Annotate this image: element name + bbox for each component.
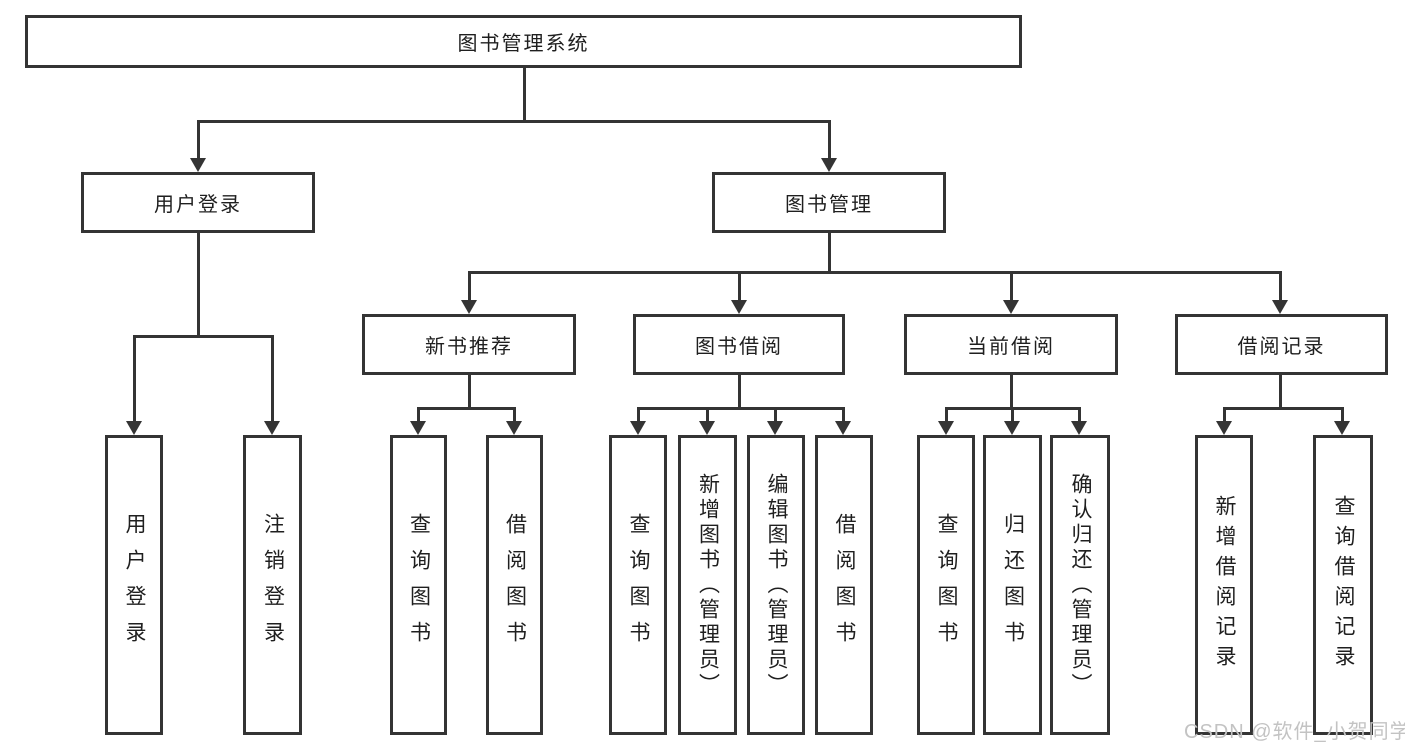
leaf-user-login: 用户登录: [105, 435, 163, 735]
connector-to-leaf-confirm-return: [1078, 407, 1081, 422]
node-new-book-recommendation: 新书推荐: [362, 314, 576, 375]
connector-to-book-borrowing: [738, 271, 741, 300]
connector-to-leaf-borrow-books-2: [842, 407, 845, 422]
node-borrow-records: 借阅记录: [1175, 314, 1388, 375]
leaf-logout-label: 注销登录: [261, 513, 285, 657]
connector-to-borrow-records: [1279, 271, 1282, 300]
connector-book-management-bar: [468, 271, 1282, 274]
node-book-management: 图书管理: [712, 172, 946, 233]
connector-borrow-records-stem: [1279, 374, 1282, 407]
arrow-down-icon: [506, 421, 522, 435]
leaf-logout: 注销登录: [243, 435, 302, 735]
connector-new-books-stem: [468, 374, 471, 407]
node-root-label: 图书管理系统: [457, 33, 590, 55]
connector-root-bar: [197, 120, 831, 123]
node-root: 图书管理系统: [25, 15, 1022, 68]
arrow-down-icon: [1272, 300, 1288, 314]
connector-root-stem: [523, 68, 526, 120]
connector-to-leaf-query-books-2: [637, 407, 640, 422]
node-book-borrowing: 图书借阅: [633, 314, 845, 375]
connector-current-borrowing-stem: [1010, 374, 1013, 407]
connector-borrow-records-bar: [1223, 407, 1343, 410]
arrow-down-icon: [410, 421, 426, 435]
leaf-user-login-label: 用户登录: [123, 513, 146, 657]
leaf-edit-books-admin-label: 编辑图书（管理员）: [765, 472, 788, 698]
connector-book-management-stem: [828, 232, 831, 271]
leaf-confirm-return-admin-label: 确认归还（管理员）: [1069, 472, 1092, 698]
connector-to-leaf-query-books-1: [417, 407, 420, 422]
leaf-add-borrow-record: 新增借阅记录: [1195, 435, 1253, 735]
node-user-login-label: 用户登录: [154, 194, 242, 216]
csdn-watermark: CSDN @软件_小贺同学: [1184, 721, 1405, 743]
leaf-query-borrow-record-label: 查询借阅记录: [1332, 495, 1355, 675]
node-book-borrowing-label: 图书借阅: [695, 336, 783, 358]
arrow-down-icon: [264, 421, 280, 435]
arrow-down-icon: [699, 421, 715, 435]
connector-to-leaf-user-login: [133, 335, 136, 421]
leaf-query-books-3-label: 查询图书: [935, 513, 958, 657]
connector-to-leaf-query-borrow-record: [1341, 407, 1344, 422]
connector-to-new-books: [468, 271, 471, 300]
arrow-down-icon: [1216, 421, 1232, 435]
leaf-query-borrow-record: 查询借阅记录: [1313, 435, 1373, 735]
connector-to-leaf-return-books: [1011, 407, 1014, 422]
leaf-query-books-1-label: 查询图书: [407, 513, 431, 657]
arrow-down-icon: [126, 421, 142, 435]
arrow-down-icon: [938, 421, 954, 435]
arrow-down-icon: [1004, 421, 1020, 435]
arrow-down-icon: [821, 158, 837, 172]
leaf-query-books-2: 查询图书: [609, 435, 667, 735]
connector-to-leaf-edit-books: [774, 407, 777, 422]
leaf-query-books-3: 查询图书: [917, 435, 975, 735]
arrow-down-icon: [835, 421, 851, 435]
connector-to-leaf-borrow-books-1: [513, 407, 516, 422]
leaf-return-books-label: 归还图书: [1001, 513, 1025, 657]
arrow-down-icon: [1003, 300, 1019, 314]
connector-to-leaf-query-books-3: [945, 407, 948, 422]
node-book-management-label: 图书管理: [785, 194, 873, 216]
connector-to-user-login: [197, 120, 200, 159]
connector-book-borrowing-stem: [738, 374, 741, 407]
connector-to-leaf-logout: [271, 335, 274, 421]
arrow-down-icon: [1071, 421, 1087, 435]
leaf-query-books-1: 查询图书: [390, 435, 447, 735]
arrow-down-icon: [731, 300, 747, 314]
node-new-book-recommendation-label: 新书推荐: [425, 336, 513, 358]
connector-to-current-borrowing: [1010, 271, 1013, 300]
leaf-confirm-return-admin: 确认归还（管理员）: [1050, 435, 1110, 735]
leaf-borrow-books-1: 借阅图书: [486, 435, 543, 735]
arrow-down-icon: [190, 158, 206, 172]
leaf-borrow-books-1-label: 借阅图书: [503, 513, 527, 657]
connector-user-login-stem: [197, 232, 200, 335]
arrow-down-icon: [630, 421, 646, 435]
node-current-borrowing: 当前借阅: [904, 314, 1118, 375]
leaf-return-books: 归还图书: [983, 435, 1042, 735]
leaf-borrow-books-2: 借阅图书: [815, 435, 873, 735]
connector-to-leaf-add-books: [706, 407, 709, 422]
node-user-login: 用户登录: [81, 172, 315, 233]
arrow-down-icon: [1334, 421, 1350, 435]
leaf-query-books-2-label: 查询图书: [627, 513, 650, 657]
connector-to-leaf-add-borrow-record: [1223, 407, 1226, 422]
connector-book-borrowing-bar: [637, 407, 845, 410]
connector-to-book-management: [828, 120, 831, 159]
leaf-add-books-admin: 新增图书（管理员）: [678, 435, 737, 735]
leaf-edit-books-admin: 编辑图书（管理员）: [747, 435, 805, 735]
leaf-add-books-admin-label: 新增图书（管理员）: [696, 472, 720, 698]
leaf-borrow-books-2-label: 借阅图书: [833, 513, 856, 657]
node-borrow-records-label: 借阅记录: [1237, 336, 1326, 358]
node-current-borrowing-label: 当前借阅: [967, 336, 1055, 358]
arrow-down-icon: [461, 300, 477, 314]
connector-new-books-bar: [417, 407, 516, 410]
leaf-add-borrow-record-label: 新增借阅记录: [1213, 495, 1236, 675]
connector-user-login-bar: [133, 335, 274, 338]
arrow-down-icon: [767, 421, 783, 435]
